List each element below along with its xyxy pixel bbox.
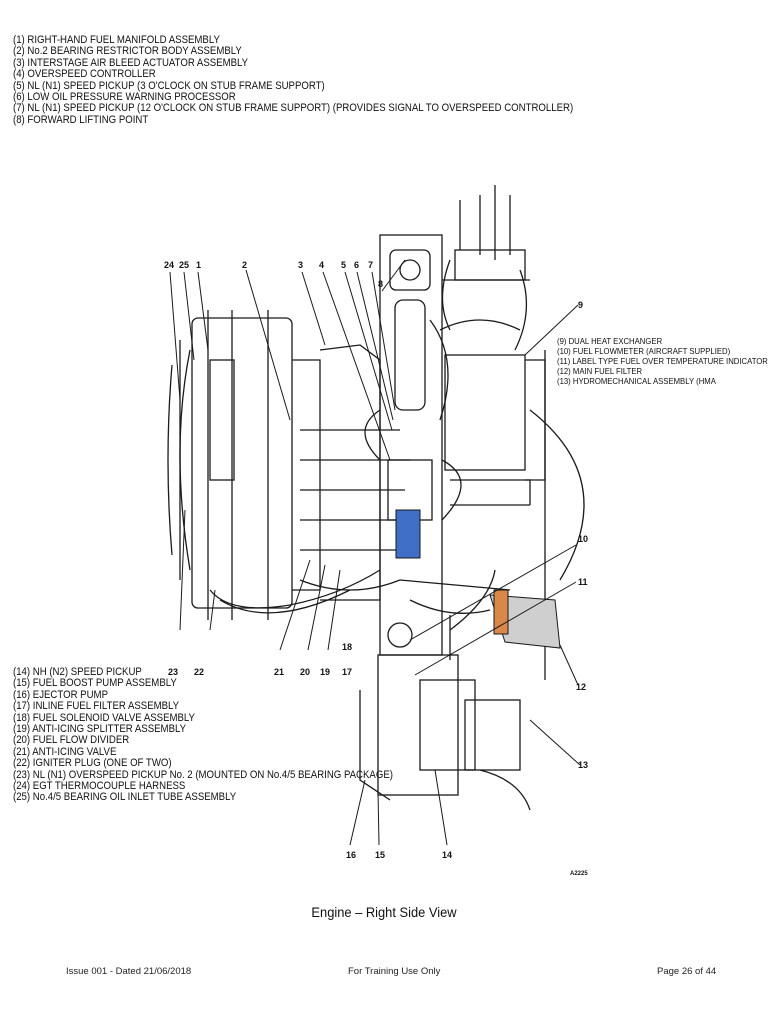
legend-item: (10) FUEL FLOWMETER (AIRCRAFT SUPPLIED) — [557, 345, 731, 356]
callout-8: 8 — [378, 279, 383, 289]
callout-18: 18 — [342, 642, 352, 652]
callout-20: 20 — [300, 667, 310, 677]
callout-4: 4 — [319, 260, 324, 270]
legend-item: (11) LABEL TYPE FUEL OVER TEMPERATURE IN… — [557, 355, 768, 366]
legend-item: (6) LOW OIL PRESSURE WARNING PROCESSOR — [13, 91, 236, 104]
callout-25: 25 — [179, 260, 189, 270]
legend-item: (18) FUEL SOLENOID VALVE ASSEMBLY — [13, 711, 195, 724]
legend-item: (17) INLINE FUEL FILTER ASSEMBLY — [13, 700, 180, 713]
legend-right: (9) DUAL HEAT EXCHANGER(10) FUEL FLOWMET… — [557, 336, 768, 387]
legend-item: (25) No.4/5 BEARING OIL INLET TUBE ASSEM… — [13, 791, 237, 804]
callout-16: 16 — [346, 850, 356, 860]
footer-page-number: Page 26 of 44 — [657, 966, 717, 977]
legend-top: (1) RIGHT-HAND FUEL MANIFOLD ASSEMBLY(2)… — [13, 34, 574, 126]
callout-17: 17 — [342, 667, 352, 677]
callout-23: 23 — [168, 667, 178, 677]
legend-item: (15) FUEL BOOST PUMP ASSEMBLY — [13, 677, 177, 690]
legend-item: (20) FUEL FLOW DIVIDER — [13, 734, 130, 747]
legend-bottom: (14) NH (N2) SPEED PICKUP(15) FUEL BOOST… — [13, 666, 393, 804]
legend-item: (21) ANTI-ICING VALVE — [13, 745, 117, 758]
callout-12: 12 — [576, 682, 586, 692]
footer-training: For Training Use Only — [348, 966, 441, 977]
legend-item: (5) NL (N1) SPEED PICKUP (3 O'CLOCK ON S… — [13, 79, 325, 92]
callout-1: 1 — [196, 260, 201, 270]
callout-6: 6 — [354, 260, 359, 270]
callout-9: 9 — [578, 300, 583, 310]
legend-item: (9) DUAL HEAT EXCHANGER — [557, 336, 663, 346]
legend-item: (7) NL (N1) SPEED PICKUP (12 O'CLOCK ON … — [13, 102, 574, 115]
overspeed-controller-highlight — [395, 509, 421, 559]
callout-13: 13 — [578, 760, 588, 770]
callout-10: 10 — [578, 534, 588, 544]
callout-3: 3 — [298, 260, 303, 270]
legend-item: (4) OVERSPEED CONTROLLER — [13, 68, 156, 81]
legend-item: (3) INTERSTAGE AIR BLEED ACTUATOR ASSEMB… — [13, 56, 249, 69]
legend-item: (1) RIGHT-HAND FUEL MANIFOLD ASSEMBLY — [13, 34, 220, 46]
legend-item: (22) IGNITER PLUG (ONE OF TWO) — [13, 757, 172, 770]
legend-item: (2) No.2 BEARING RESTRICTOR BODY ASSEMBL… — [13, 45, 242, 58]
legend-item: (16) EJECTOR PUMP — [13, 688, 108, 701]
legend-item: (14) NH (N2) SPEED PICKUP — [13, 666, 142, 678]
engine-casing — [191, 317, 293, 609]
callout-14: 14 — [442, 850, 452, 860]
figure-caption: Engine – Right Side View — [311, 904, 457, 920]
callout-24: 24 — [164, 260, 174, 270]
heat-exchanger — [444, 354, 526, 471]
callout-22: 22 — [194, 667, 204, 677]
engine-diagram: 24 25 1 2 3 4 5 6 7 8 9 10 11 12 13 14 1… — [164, 185, 588, 877]
legend-item: (8) FORWARD LIFTING POINT — [13, 113, 149, 126]
callout-5: 5 — [341, 260, 346, 270]
legend-item: (19) ANTI-ICING SPLITTER ASSEMBLY — [13, 723, 187, 736]
callout-19: 19 — [320, 667, 330, 677]
art-reference: A2225 — [570, 871, 588, 877]
callout-11: 11 — [578, 577, 588, 587]
legend-item: (24) EGT THERMOCOUPLE HARNESS — [13, 780, 186, 793]
legend-item: (12) MAIN FUEL FILTER — [557, 365, 643, 376]
callout-21: 21 — [274, 667, 284, 677]
callout-7: 7 — [368, 260, 373, 270]
legend-item: (13) HYDROMECHANICAL ASSEMBLY (HMA — [557, 375, 716, 386]
callout-15: 15 — [375, 850, 385, 860]
footer-issue: Issue 001 - Dated 21/06/2018 — [66, 966, 192, 977]
legend-item: (23) NL (N1) OVERSPEED PICKUP No. 2 (MOU… — [13, 768, 393, 781]
fuel-overtemp-label-highlight — [493, 589, 509, 635]
callout-2: 2 — [242, 260, 247, 270]
